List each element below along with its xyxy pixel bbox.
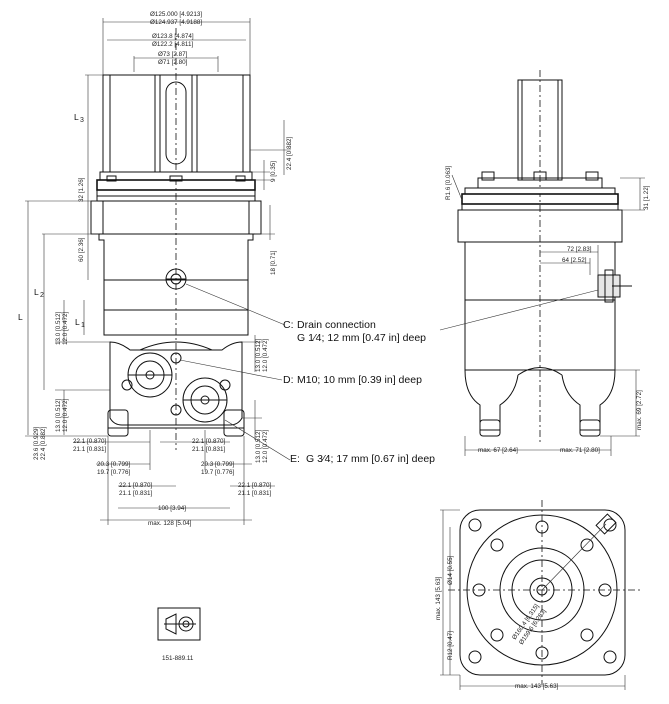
dim-b10: 22.1 [0.870]	[238, 482, 272, 489]
dim-b7: 19.7 [0.776]	[201, 469, 235, 476]
front-view: Ø125.000 [4.9213] Ø124.937 [4.9188] Ø123…	[18, 11, 293, 527]
dim-b1: 21.1 [0.831]	[73, 446, 107, 453]
dim-72: 72 [2.83]	[567, 246, 592, 253]
label-l3-sub: 3	[80, 117, 84, 124]
bottom-view: Ø160.4 [6.315] Ø159.6 [6.283] max. 143 […	[435, 500, 640, 690]
dim-b6: 20.3 [0.799]	[201, 461, 235, 468]
dim-max128: max. 128 [5.04]	[148, 520, 192, 527]
dim-max69: max. 69 [2.72]	[636, 390, 643, 430]
dim-224-left: 22.4 [0.882]	[40, 426, 47, 460]
dim-13b-right: 13.0 [0.512]	[255, 429, 262, 463]
dim-r12: R12 [0.47]	[447, 631, 454, 660]
dim-12-left: 12.0 [0.472]	[62, 311, 69, 345]
side-view: 31 [1.22] R1.6 [0.063] 72 [2.83] 64 [2.5…	[439, 70, 650, 456]
dim-31: 31 [1.22]	[643, 185, 650, 210]
dim-max71: max. 71 [2.80]	[560, 447, 600, 454]
callout-c-label: C:	[283, 319, 294, 331]
dim-12b-right: 12.0 [0.472]	[262, 429, 269, 463]
drawing-number: 151-889.11	[162, 655, 194, 662]
label-l2: L	[34, 287, 39, 297]
dim-b4: 20.3 [0.799]	[97, 461, 131, 468]
callout-d-label: D:	[283, 374, 294, 386]
dim-18: 18 [0.71]	[270, 250, 277, 275]
dim-32: 32 [1.26]	[78, 177, 85, 202]
dim-13-right: 13.0 [0.512]	[255, 338, 262, 372]
callout-c-text: Drain connection	[297, 319, 376, 331]
dim-9: 9 [0.35]	[270, 161, 277, 182]
callout-c-text2: G 1⁄4; 12 mm [0.47 in] deep	[297, 332, 426, 344]
callout-d-text: M10; 10 mm [0.39 in] deep	[297, 374, 422, 386]
dim-b8: 22.1 [0.870]	[119, 482, 153, 489]
projection-symbol: 151-889.11	[157, 607, 201, 662]
dim-60: 60 [2.36]	[78, 237, 85, 262]
dim-r16: R1.6 [0.063]	[445, 165, 452, 200]
label-l1: L	[75, 317, 80, 327]
dim-d125: Ø125.000 [4.9213]	[150, 11, 202, 18]
dim-224: 22.4 [0.882]	[286, 136, 293, 170]
dim-12b-left: 12.0 [0.472]	[62, 398, 69, 432]
dim-d123: Ø123.8 [4.874]	[152, 33, 194, 40]
dim-13b-left: 13.0 [0.512]	[55, 398, 62, 432]
dim-12-right: 12.0 [0.472]	[262, 338, 269, 372]
dim-d71: Ø71 [2.80]	[158, 59, 188, 66]
label-l2-sub: 2	[40, 292, 44, 299]
dim-b5: 19.7 [0.776]	[97, 469, 131, 476]
dim-b3: 21.1 [0.831]	[192, 446, 226, 453]
dim-max143v: max. 143 [5.63]	[435, 576, 442, 620]
dim-d73: Ø73 [2.87]	[158, 51, 188, 58]
callouts: C: Drain connection G 1⁄4; 12 mm [0.47 i…	[283, 319, 435, 465]
callout-e-label: E:	[290, 453, 300, 465]
dim-236: 23.6 [0.929]	[33, 426, 40, 460]
dim-d122: Ø122.2 [4.811]	[152, 41, 193, 48]
dim-13-left: 13.0 [0.512]	[55, 311, 62, 345]
dim-d124: Ø124.937 [4.9188]	[150, 19, 202, 26]
dim-b2: 22.1 [0.870]	[192, 438, 226, 445]
label-l1-sub: 1	[81, 322, 85, 329]
dim-max67: max. 67 [2.64]	[478, 447, 518, 454]
callout-e-text: G 3⁄4; 17 mm [0.67 in] deep	[306, 453, 435, 465]
label-l3: L	[74, 112, 79, 122]
label-l: L	[18, 312, 23, 322]
dim-b9: 21.1 [0.831]	[119, 490, 153, 497]
dim-b0: 22.1 [0.870]	[73, 438, 107, 445]
dim-d14: Ø14 [0.55]	[447, 555, 454, 585]
dim-100: 100 [3.94]	[158, 505, 186, 512]
dim-b11: 21.1 [0.831]	[238, 490, 272, 497]
dim-max143h: max. 143 [5.63]	[515, 683, 559, 690]
dim-64: 64 [2.52]	[562, 257, 587, 264]
